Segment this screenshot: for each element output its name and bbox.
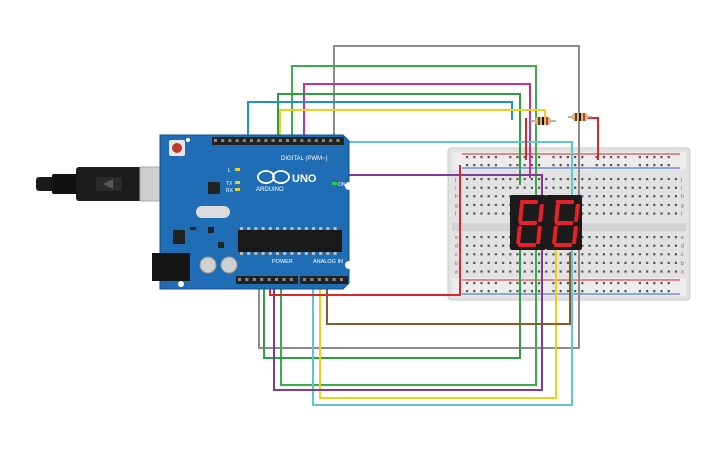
svg-text:c: c — [681, 252, 684, 258]
svg-text:a: a — [681, 269, 684, 275]
svg-text:j: j — [454, 177, 456, 183]
svg-text:h: h — [681, 194, 684, 200]
svg-text:e: e — [681, 235, 684, 241]
svg-text:d: d — [455, 244, 458, 250]
svg-text:f: f — [681, 211, 683, 217]
voltage-regulator — [173, 230, 185, 244]
digital-label: DIGITAL (PWM~) — [281, 156, 328, 162]
svg-text:i: i — [681, 186, 682, 192]
breadboard-holes — [466, 156, 677, 293]
wire-dark-green[interactable] — [263, 93, 521, 359]
seven-segment-display-left[interactable] — [510, 195, 546, 250]
svg-text:i: i — [455, 186, 456, 192]
digital-header — [212, 137, 344, 145]
capacitor-left — [199, 256, 217, 274]
resistor-left[interactable] — [530, 117, 556, 125]
svg-text:g: g — [455, 203, 458, 209]
analog-label: ANALOG IN — [313, 259, 343, 265]
brand-label: ARDUINO — [256, 187, 284, 193]
power-header — [236, 276, 298, 284]
rx-led-label: RX — [226, 188, 234, 194]
board-name: UNO — [292, 173, 317, 185]
wire-blue[interactable] — [247, 101, 513, 138]
resistor-right[interactable] — [568, 113, 592, 121]
crystal — [196, 206, 230, 218]
usb-chip — [208, 182, 220, 194]
analog-header — [300, 276, 348, 284]
capacitor-right — [220, 256, 238, 274]
wire-brown[interactable] — [326, 252, 571, 325]
arduino-logo — [257, 170, 290, 184]
svg-text:b: b — [455, 261, 458, 267]
svg-text:f: f — [455, 211, 457, 217]
svg-text:c: c — [455, 252, 458, 258]
svg-text:b: b — [681, 261, 684, 267]
wire-red-right[interactable] — [586, 117, 599, 160]
microcontroller-chip — [238, 230, 342, 252]
seven-segment-display-right[interactable] — [546, 195, 582, 250]
svg-text:d: d — [681, 244, 684, 250]
power-label: POWER — [272, 259, 293, 265]
svg-text:j: j — [680, 177, 682, 183]
l-led-label: L — [228, 168, 231, 174]
svg-text:g: g — [681, 203, 684, 209]
power-jack[interactable] — [152, 253, 190, 281]
tx-led-label: TX — [226, 181, 233, 187]
arduino-uno-board[interactable]: DIGITAL (PWM~) POWER ANALOG IN ON L TX R… — [152, 134, 353, 290]
svg-text:a: a — [455, 269, 458, 275]
on-led-label: ON — [338, 182, 346, 188]
svg-text:e: e — [455, 235, 458, 241]
wire-purple[interactable] — [273, 174, 543, 391]
svg-text:h: h — [455, 194, 458, 200]
